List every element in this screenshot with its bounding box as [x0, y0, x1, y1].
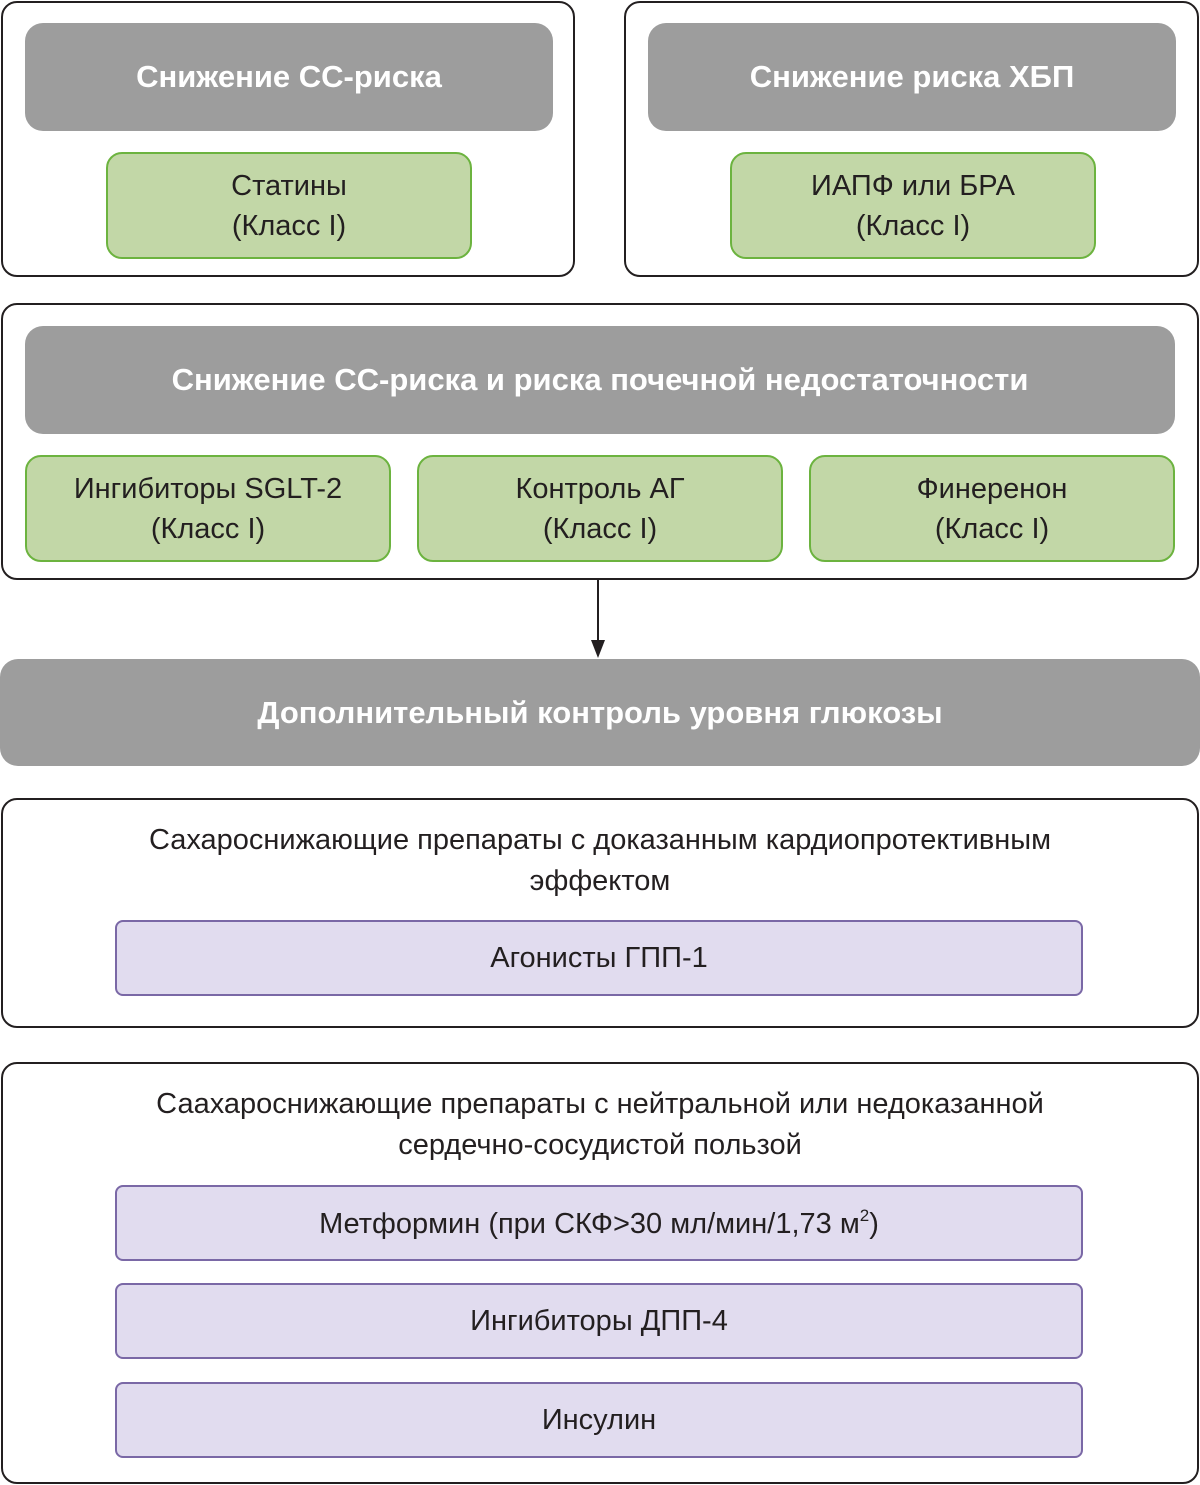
cardioprotective-caption-line1: Сахароснижающие препараты с доказанным к…	[148, 824, 1052, 856]
statins-class: (Класс I)	[231, 209, 347, 242]
cv-renal-panel: Снижение СС-риска и риска почечной недос…	[1, 303, 1199, 580]
sglt2-box: Ингибиторы SGLT-2 (Класс I)	[25, 455, 391, 562]
ckd-risk-header: Снижение риска ХБП	[648, 23, 1176, 131]
finerenone-box: Финеренон (Класс I)	[809, 455, 1175, 562]
sglt2-name: Ингибиторы SGLT-2	[73, 472, 343, 505]
glp1-agonists-box: Агонисты ГПП-1	[115, 920, 1083, 996]
statins-box: Статины (Класс I)	[106, 152, 472, 259]
neutral-caption-line2: сердечно-сосудистой пользой	[398, 1129, 802, 1161]
sglt2-class: (Класс I)	[150, 512, 266, 545]
neutral-caption-line1: Саахароснижающие препараты с нейтральной…	[156, 1088, 1044, 1120]
metformin-superscript: 2	[859, 1205, 870, 1225]
bp-control-name: Контроль АГ	[515, 472, 685, 505]
bp-control-box: Контроль АГ (Класс I)	[417, 455, 783, 562]
insulin-box: Инсулин	[115, 1382, 1083, 1458]
neutral-panel: Саахароснижающие препараты с нейтральной…	[1, 1062, 1199, 1484]
cardioprotective-caption-line2: эффектом	[529, 865, 671, 897]
glucose-control-header: Дополнительный контроль уровня глюкозы	[0, 659, 1200, 766]
finerenone-name: Финеренон	[916, 472, 1068, 505]
bp-control-class: (Класс I)	[542, 512, 658, 545]
acei-arb-class: (Класс I)	[855, 209, 971, 242]
statins-name: Статины	[231, 169, 347, 202]
finerenone-class: (Класс I)	[934, 512, 1050, 545]
ckd-risk-panel: Снижение риска ХБП ИАПФ или БРА (Класс I…	[624, 1, 1199, 277]
metformin-box: Метформин (при СКФ>30 мл/мин/1,73 м2)	[115, 1185, 1083, 1261]
cv-renal-header: Снижение СС-риска и риска почечной недос…	[25, 326, 1175, 434]
acei-arb-name: ИАПФ или БРА	[811, 169, 1015, 202]
flow-arrow-head	[591, 640, 605, 658]
acei-arb-box: ИАПФ или БРА (Класс I)	[730, 152, 1096, 259]
neutral-caption: Саахароснижающие препараты с нейтральной…	[3, 1084, 1197, 1166]
metformin-text: Метформин (при СКФ>30 мл/мин/1,73 м2)	[319, 1205, 879, 1240]
dpp4-inhibitors-box: Ингибиторы ДПП-4	[115, 1283, 1083, 1359]
cardioprotective-caption: Сахароснижающие препараты с доказанным к…	[3, 820, 1197, 902]
cardioprotective-panel: Сахароснижающие препараты с доказанным к…	[1, 798, 1199, 1028]
cv-risk-panel: Снижение СС-риска Статины (Класс I)	[1, 1, 575, 277]
cv-risk-header: Снижение СС-риска	[25, 23, 553, 131]
flow-arrow-shaft	[597, 580, 599, 642]
